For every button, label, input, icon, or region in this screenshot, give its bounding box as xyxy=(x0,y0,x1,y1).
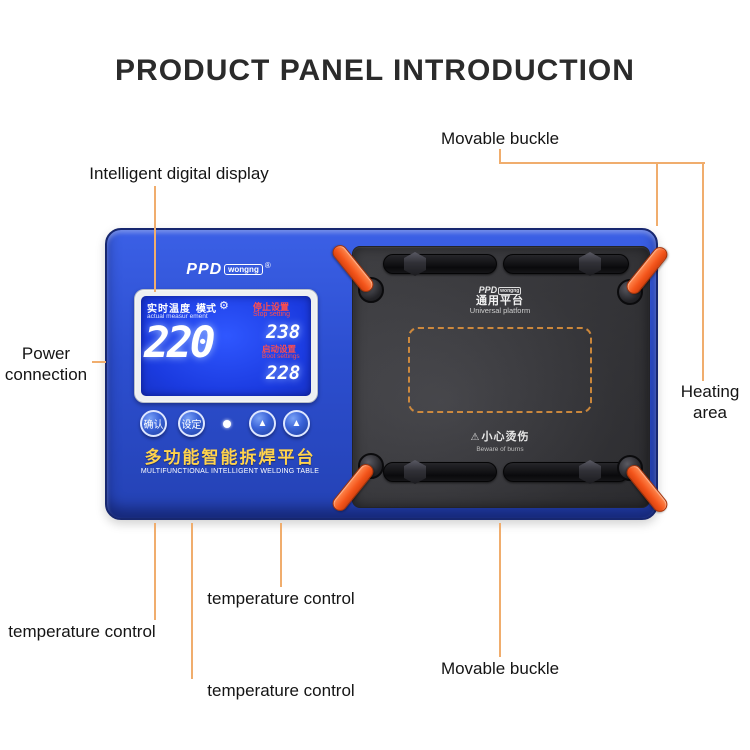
leader-line-buckle-top-branch xyxy=(656,162,658,226)
warning-icon: ⚠ xyxy=(470,432,480,443)
callout-temperature-control-middle: temperature control xyxy=(207,589,355,608)
leader-line-buckle-top-vertical xyxy=(499,149,501,164)
gear-icon: ⚙ xyxy=(219,300,229,312)
hex-screw-top-right xyxy=(579,252,601,276)
callout-intelligent-display: Intelligent digital display xyxy=(89,164,269,183)
hex-screw-top-left xyxy=(404,252,426,276)
hex-screw-bottom-left xyxy=(404,460,426,484)
warning-label-en: Beware of burns xyxy=(476,446,524,453)
leader-line-power-connection xyxy=(92,361,106,363)
callout-power-connection: Power connection xyxy=(4,344,88,385)
confirm-button[interactable]: 确认 xyxy=(140,410,167,437)
stop-setting-label-en: Stop setting xyxy=(253,311,290,318)
hex-screw-bottom-right xyxy=(579,460,601,484)
clamp-bar-top-right xyxy=(503,254,629,274)
up-arrow-icon: ▲ xyxy=(257,418,268,429)
boot-temp-value: 228 xyxy=(266,362,301,384)
indicator-led xyxy=(223,420,231,428)
brand-text: PPD xyxy=(186,261,223,278)
platform-brand-badge: wongng xyxy=(498,287,522,295)
mode-label: 模式 xyxy=(196,304,216,315)
panel-title-cn: 多功能智能拆焊平台 xyxy=(144,448,316,467)
leader-line-buckle-top-horizontal xyxy=(499,162,705,164)
temp-up-button-1[interactable]: ▲ xyxy=(249,410,276,437)
up-arrow-icon: ▲ xyxy=(291,418,302,429)
clamp-bar-top-left xyxy=(383,254,497,274)
leader-line-display xyxy=(154,186,156,292)
leader-line-temp-control-bottom xyxy=(191,523,193,679)
leader-line-heating-area xyxy=(702,162,704,381)
warning-label-cn: 小心烫伤 xyxy=(481,431,530,443)
current-temp-value: 220 xyxy=(144,318,216,368)
set-button[interactable]: 设定 xyxy=(178,410,205,437)
stop-temp-value: 238 xyxy=(266,321,301,343)
clamp-bar-bottom-left xyxy=(383,462,497,482)
boot-setting-label-en: Boot settings xyxy=(262,353,300,360)
callout-movable-buckle-top: Movable buckle xyxy=(440,129,560,148)
leader-line-buckle-bottom xyxy=(499,523,501,657)
universal-platform-label-cn: 通用平台 xyxy=(476,295,524,307)
leader-line-temp-control-left xyxy=(154,523,156,620)
actual-measurement-label: actual measur ement xyxy=(147,313,208,320)
lcd-screen xyxy=(141,296,311,396)
temp-up-button-2[interactable]: ▲ xyxy=(283,410,310,437)
boot-setting-label-cn: 启动设置 xyxy=(262,344,297,354)
callout-heating-area: Heating area xyxy=(680,382,740,423)
warning-block: ⚠小心烫伤 Beware of burns xyxy=(420,427,580,453)
universal-platform-label-en: Universal platform xyxy=(469,306,531,315)
platform-brand-text: PPD xyxy=(478,285,498,295)
registered-icon: ® xyxy=(264,261,271,270)
callout-movable-buckle-bottom: Movable buckle xyxy=(440,659,560,678)
brand-badge: wongng xyxy=(224,264,263,275)
stop-setting-label-cn: 停止设置 xyxy=(253,302,290,312)
page-title: PRODUCT PANEL INTRODUCTION xyxy=(115,54,635,87)
heating-area-outline xyxy=(408,327,592,413)
panel-title-en: MULTIFUNCTIONAL INTELLIGENT WELDING TABL… xyxy=(140,468,320,475)
leader-line-temp-control-middle xyxy=(280,523,282,587)
realtime-temp-label: 实时温度 xyxy=(147,304,191,315)
clamp-bar-bottom-right xyxy=(503,462,629,482)
callout-temperature-control-bottom: temperature control xyxy=(207,681,355,700)
callout-temperature-control-left: temperature control xyxy=(8,622,156,641)
